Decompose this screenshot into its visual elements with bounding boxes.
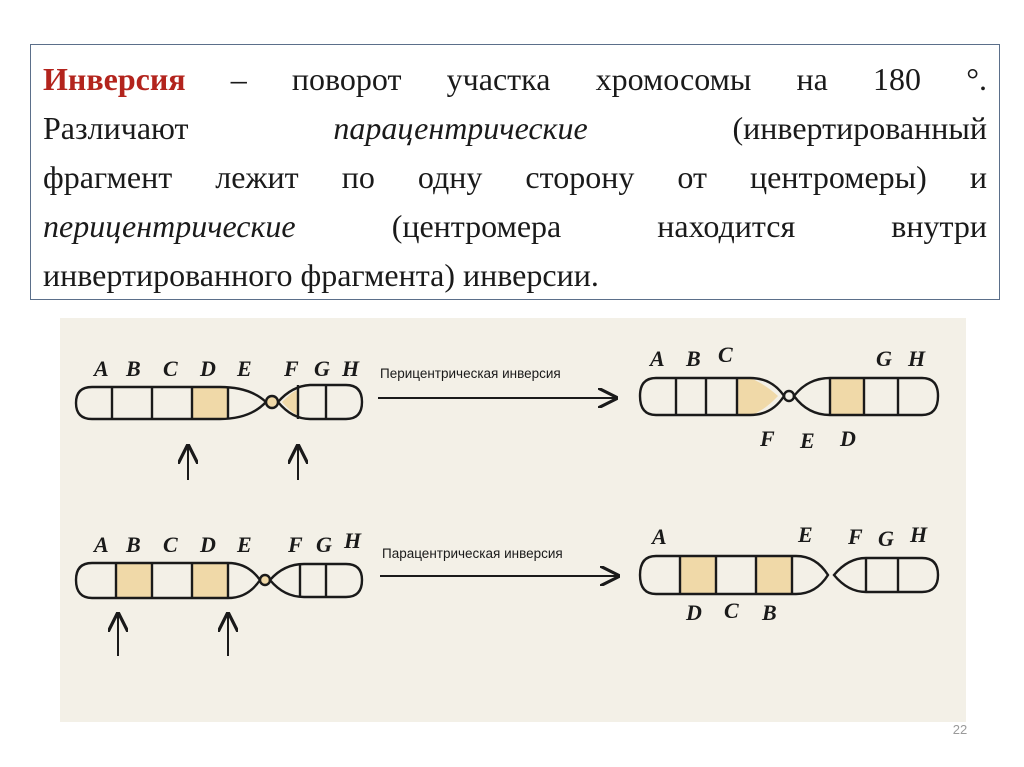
label-c: C: [163, 356, 178, 381]
label-e: E: [799, 428, 815, 453]
definition-line-4b: (центромера находится внутри: [296, 208, 987, 244]
definition-line-2b: (инвертированный: [588, 110, 987, 146]
label-g: G: [878, 526, 894, 551]
label-d: D: [199, 532, 216, 557]
label-d: D: [839, 426, 856, 451]
letters-para-original: A B C D E F G H: [92, 528, 362, 557]
paracentric-inversion-label: Парацентрическая инверсия: [382, 546, 563, 561]
label-c: C: [718, 342, 733, 367]
highlight-segment-f: [282, 390, 298, 415]
definition-text: Инверсия – поворот участка хромосомы на …: [43, 55, 987, 300]
page-number: 22: [940, 722, 980, 737]
breakpoint-arrows-peri: [188, 446, 298, 480]
label-c: C: [163, 532, 178, 557]
label-c: C: [724, 598, 739, 623]
breakpoint-arrows-para: [118, 614, 228, 656]
label-g: G: [876, 346, 892, 371]
label-h: H: [909, 522, 928, 547]
label-e: E: [236, 532, 252, 557]
definition-line-3: фрагмент лежит по одну сторону от центро…: [43, 153, 987, 202]
label-h: H: [341, 356, 360, 381]
label-f: F: [287, 532, 303, 557]
term-inversion: Инверсия: [43, 61, 186, 97]
label-a: A: [650, 524, 667, 549]
label-e: E: [797, 522, 813, 547]
chromosome-para-result: [640, 556, 938, 594]
definition-line-1: – поворот участка хромосомы на 180 °.: [186, 61, 987, 97]
chromosome-peri-result: [640, 378, 938, 416]
chromosome-peri-original: [76, 385, 362, 419]
label-d: D: [685, 600, 702, 625]
label-a: A: [92, 532, 109, 557]
label-b: B: [125, 356, 141, 381]
highlight-segment-d: [192, 387, 228, 419]
label-a: A: [648, 346, 665, 371]
label-h: H: [343, 528, 362, 553]
pericentric-inversion-label: Перицентрическая инверсия: [380, 366, 561, 381]
definition-line-2a: Различают: [43, 110, 333, 146]
definition-line-5: инвертированного фрагмента) инверсии.: [43, 251, 987, 300]
label-d: D: [199, 356, 216, 381]
label-b: B: [125, 532, 141, 557]
term-paracentric: парацентрические: [333, 110, 587, 146]
label-b: B: [761, 600, 777, 625]
label-a: A: [92, 356, 109, 381]
inversion-diagram-svg: A B C D E F G H Перицентрическая инверси…: [60, 318, 966, 722]
letters-peri-original: A B C D E F G H: [92, 356, 360, 381]
label-f: F: [283, 356, 299, 381]
chromosome-para-original: [76, 563, 362, 599]
definition-box: Инверсия – поворот участка хромосомы на …: [30, 44, 1000, 300]
label-e: E: [236, 356, 252, 381]
label-h: H: [907, 346, 926, 371]
label-g: G: [316, 532, 332, 557]
label-b: B: [685, 346, 701, 371]
letters-peri-result: A B C G H F E D: [648, 342, 926, 453]
label-g: G: [314, 356, 330, 381]
label-f: F: [759, 426, 775, 451]
inversion-diagram: A B C D E F G H Перицентрическая инверси…: [60, 318, 966, 722]
label-f: F: [847, 524, 863, 549]
term-pericentric: перицентрические: [43, 208, 296, 244]
